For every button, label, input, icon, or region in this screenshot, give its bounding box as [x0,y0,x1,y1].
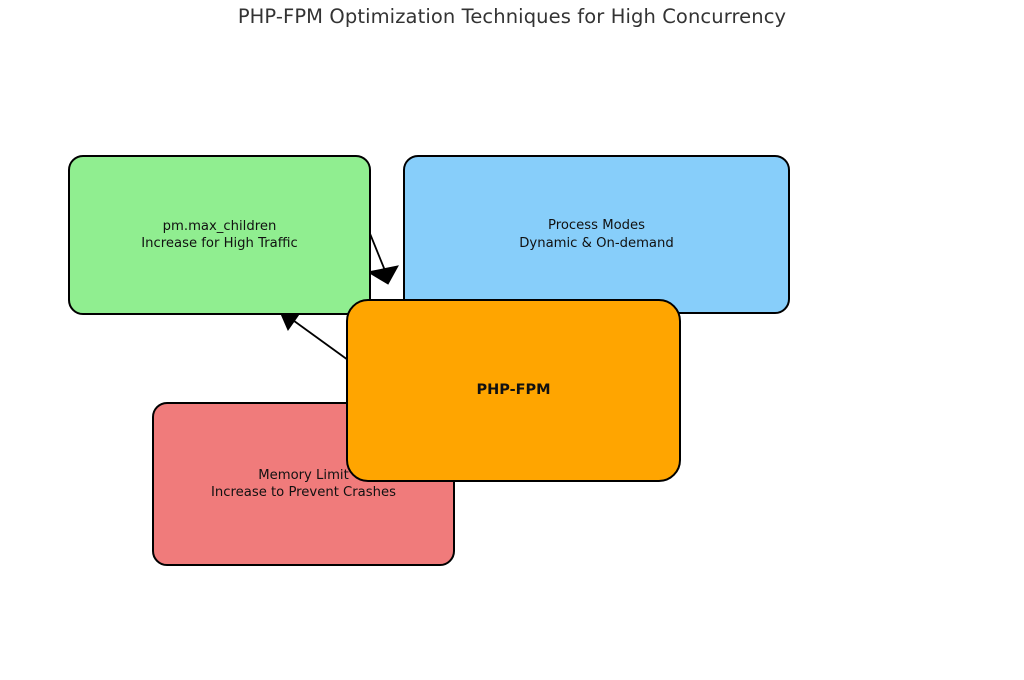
node-memory-limit-label: Memory Limit Increase to Prevent Crashes [211,467,396,500]
node-php-fpm-label: PHP-FPM [476,381,551,398]
node-process-modes[interactable]: Process Modes Dynamic & On-demand [403,155,790,314]
node-pm-max-children[interactable]: pm.max_children Increase for High Traffi… [68,155,371,315]
node-process-modes-label: Process Modes Dynamic & On-demand [519,218,674,251]
edge-line [289,317,349,361]
node-pm-max-children-label: pm.max_children Increase for High Traffi… [141,218,298,251]
arrowhead-icon [366,265,399,285]
node-php-fpm[interactable]: PHP-FPM [346,299,681,482]
diagram-title: PHP-FPM Optimization Techniques for High… [237,5,787,28]
